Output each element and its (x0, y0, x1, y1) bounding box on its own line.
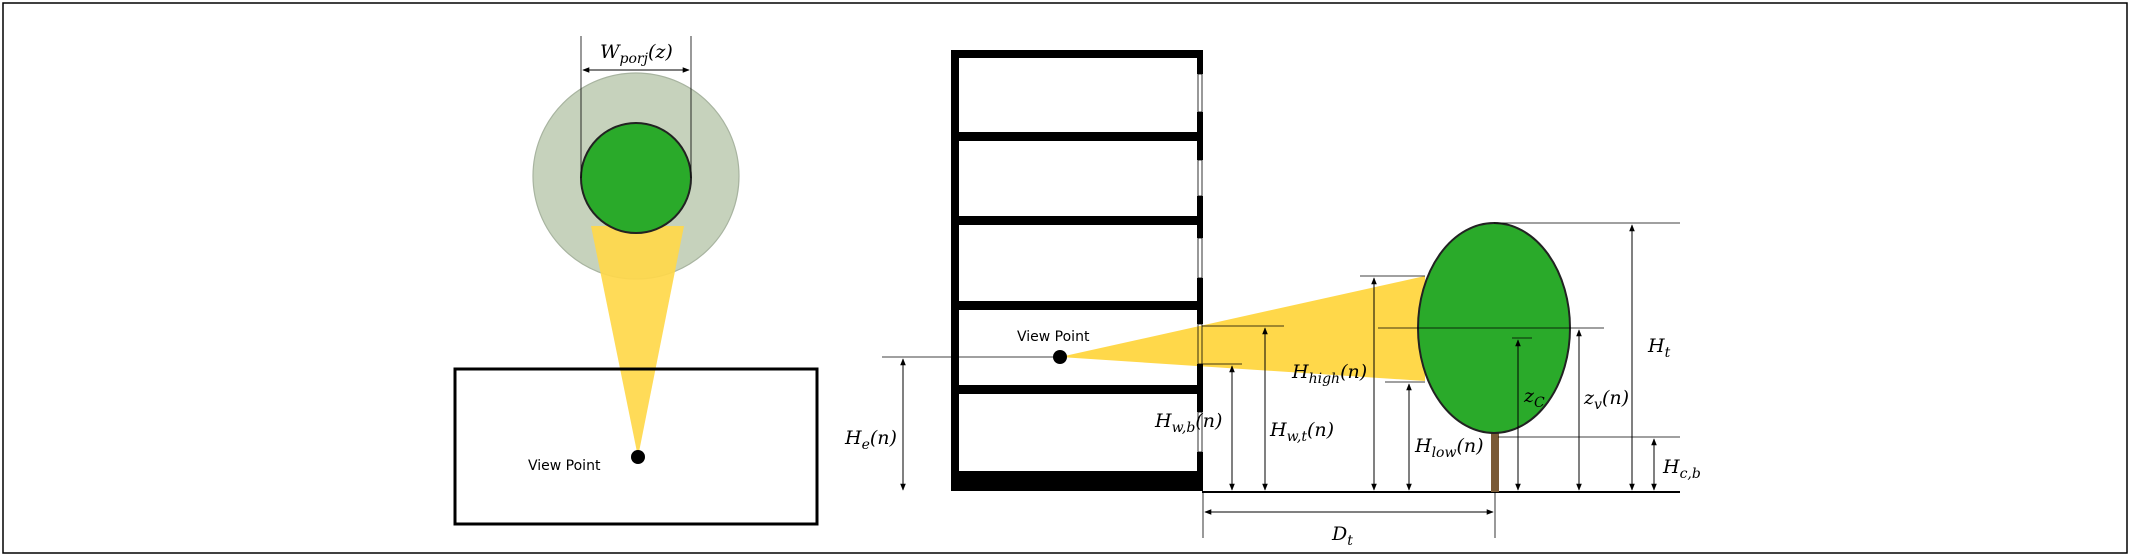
view-point-label-section: View Point (1017, 329, 1090, 345)
section-view: View Point He(n) Hw,b(n) Hw,t(n) Hhigh(n… (844, 50, 1701, 549)
view-cone-section (1060, 276, 1425, 381)
hlow-label: Hlow(n) (1414, 435, 1484, 461)
building-footprint (453, 367, 819, 526)
tree-crown-plan (580, 122, 692, 234)
hhigh-label: Hhigh(n) (1291, 361, 1367, 387)
he-label: He(n) (844, 427, 897, 453)
building-section (951, 50, 1203, 491)
view-point-dot-plan (631, 450, 645, 464)
hwt-label: Hw,t(n) (1269, 419, 1334, 445)
zv-label: zv(n) (1583, 387, 1629, 413)
view-point-label-plan: View Point (528, 458, 601, 474)
wproj-label: Wporj(z) (600, 41, 673, 67)
hwb-label: Hw,b(n) (1154, 410, 1222, 436)
dt-label: Dt (1331, 523, 1353, 549)
view-point-dot-section (1053, 350, 1067, 364)
tree-trunk (1491, 433, 1499, 492)
plan-view: Wporj(z) View Point (453, 36, 819, 526)
zc-label: zC (1523, 385, 1545, 411)
view-cone-plan (591, 226, 684, 457)
ht-label: Ht (1647, 335, 1671, 361)
hcb-label: Hc,b (1662, 456, 1701, 482)
